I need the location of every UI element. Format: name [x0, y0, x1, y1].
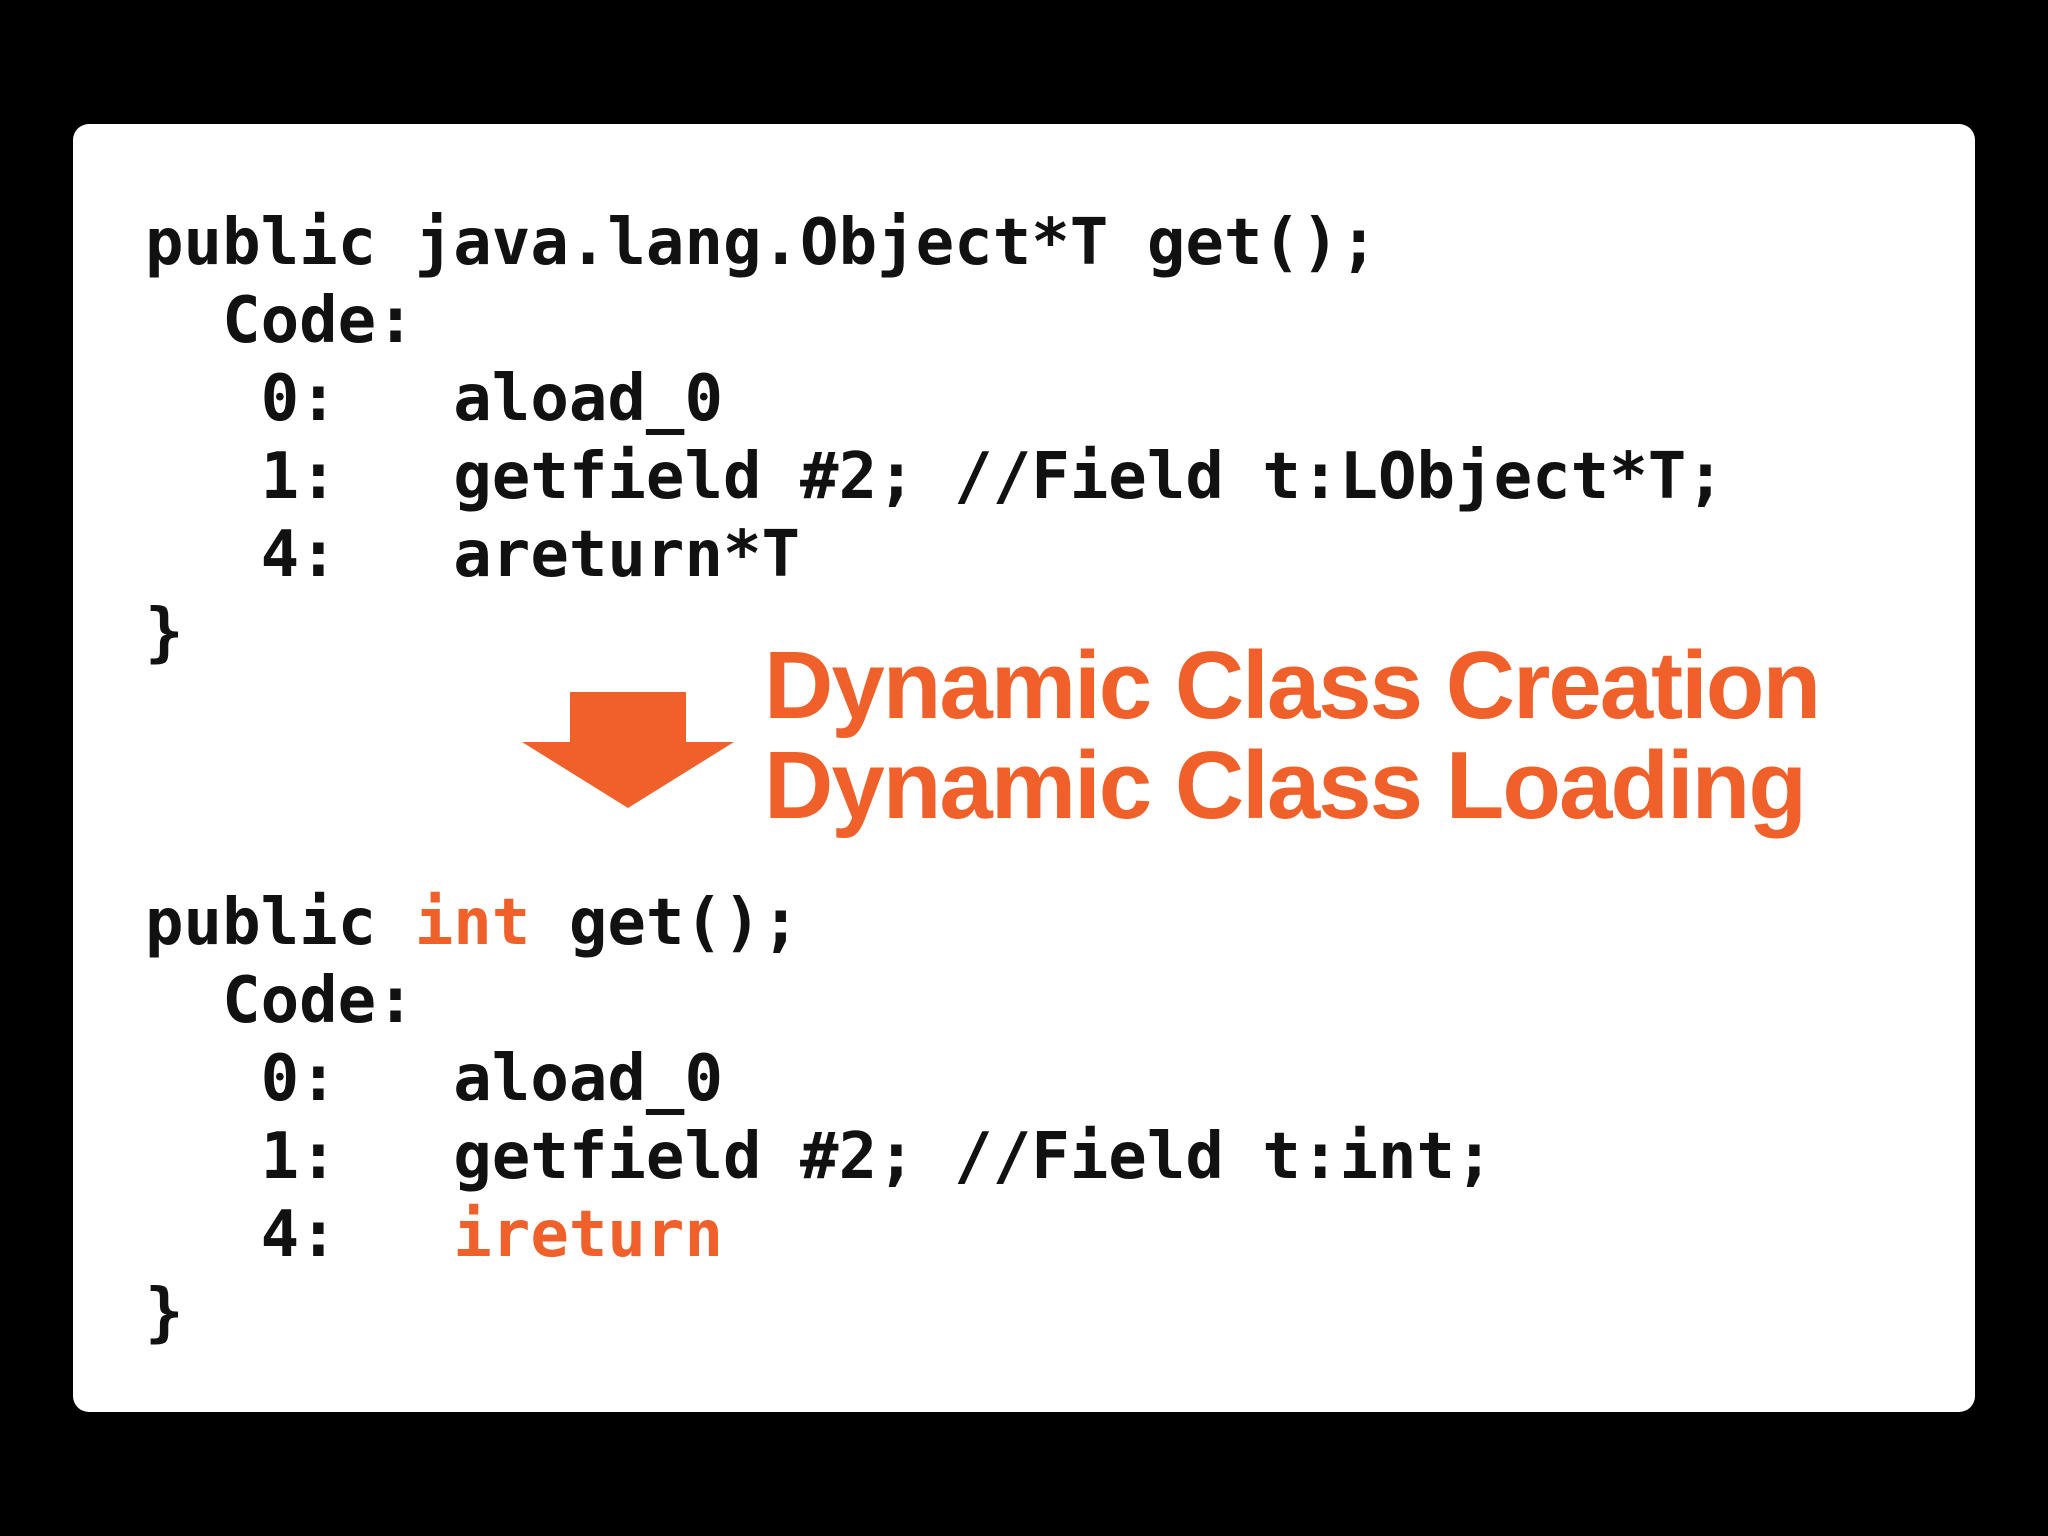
code-line: public java.lang.Object*T get();: [145, 204, 1725, 282]
closing-brace: }: [145, 596, 184, 670]
code-text: 0: aload_0: [145, 1042, 723, 1116]
code-block-after: public int get(); Code: 0: aload_0 1: ge…: [145, 884, 1494, 1352]
code-line: }: [145, 594, 1725, 672]
slide-panel: [73, 124, 1975, 1412]
code-text: 4: areturn*T: [145, 518, 801, 592]
dynamic-class-creation-label: Dynamic Class Creation: [764, 632, 1821, 739]
dynamic-class-loading-label: Dynamic Class Loading: [764, 732, 1807, 839]
code-block-before: public java.lang.Object*T get(); Code: 0…: [145, 204, 1725, 672]
code-line: 1: getfield #2; //Field t:int;: [145, 1118, 1494, 1196]
code-text: Code:: [145, 964, 415, 1038]
code-line: }: [145, 1274, 1494, 1352]
code-line: public int get();: [145, 884, 1494, 962]
code-line: 0: aload_0: [145, 360, 1725, 438]
code-line: 4: ireturn: [145, 1196, 1494, 1274]
code-line: Code:: [145, 282, 1725, 360]
down-arrow-icon: [522, 692, 734, 808]
code-text: Code:: [145, 284, 415, 358]
code-line: 4: areturn*T: [145, 516, 1725, 594]
code-line: 1: getfield #2; //Field t:LObject*T;: [145, 438, 1725, 516]
highlighted-type: int: [414, 886, 531, 960]
code-text: get();: [530, 886, 801, 960]
code-text: 1: getfield #2; //Field t:LObject*T;: [145, 440, 1725, 514]
closing-brace: }: [145, 1276, 184, 1350]
highlighted-instruction: ireturn: [453, 1198, 723, 1272]
code-text: 1: getfield #2; //Field t:int;: [145, 1120, 1494, 1194]
code-line: Code:: [145, 962, 1494, 1040]
code-text: 4:: [145, 1198, 454, 1272]
code-text: public java.lang.Object*T get();: [145, 206, 1378, 280]
code-line: 0: aload_0: [145, 1040, 1494, 1118]
code-text: 0: aload_0: [145, 362, 723, 436]
code-text: public: [145, 886, 415, 960]
